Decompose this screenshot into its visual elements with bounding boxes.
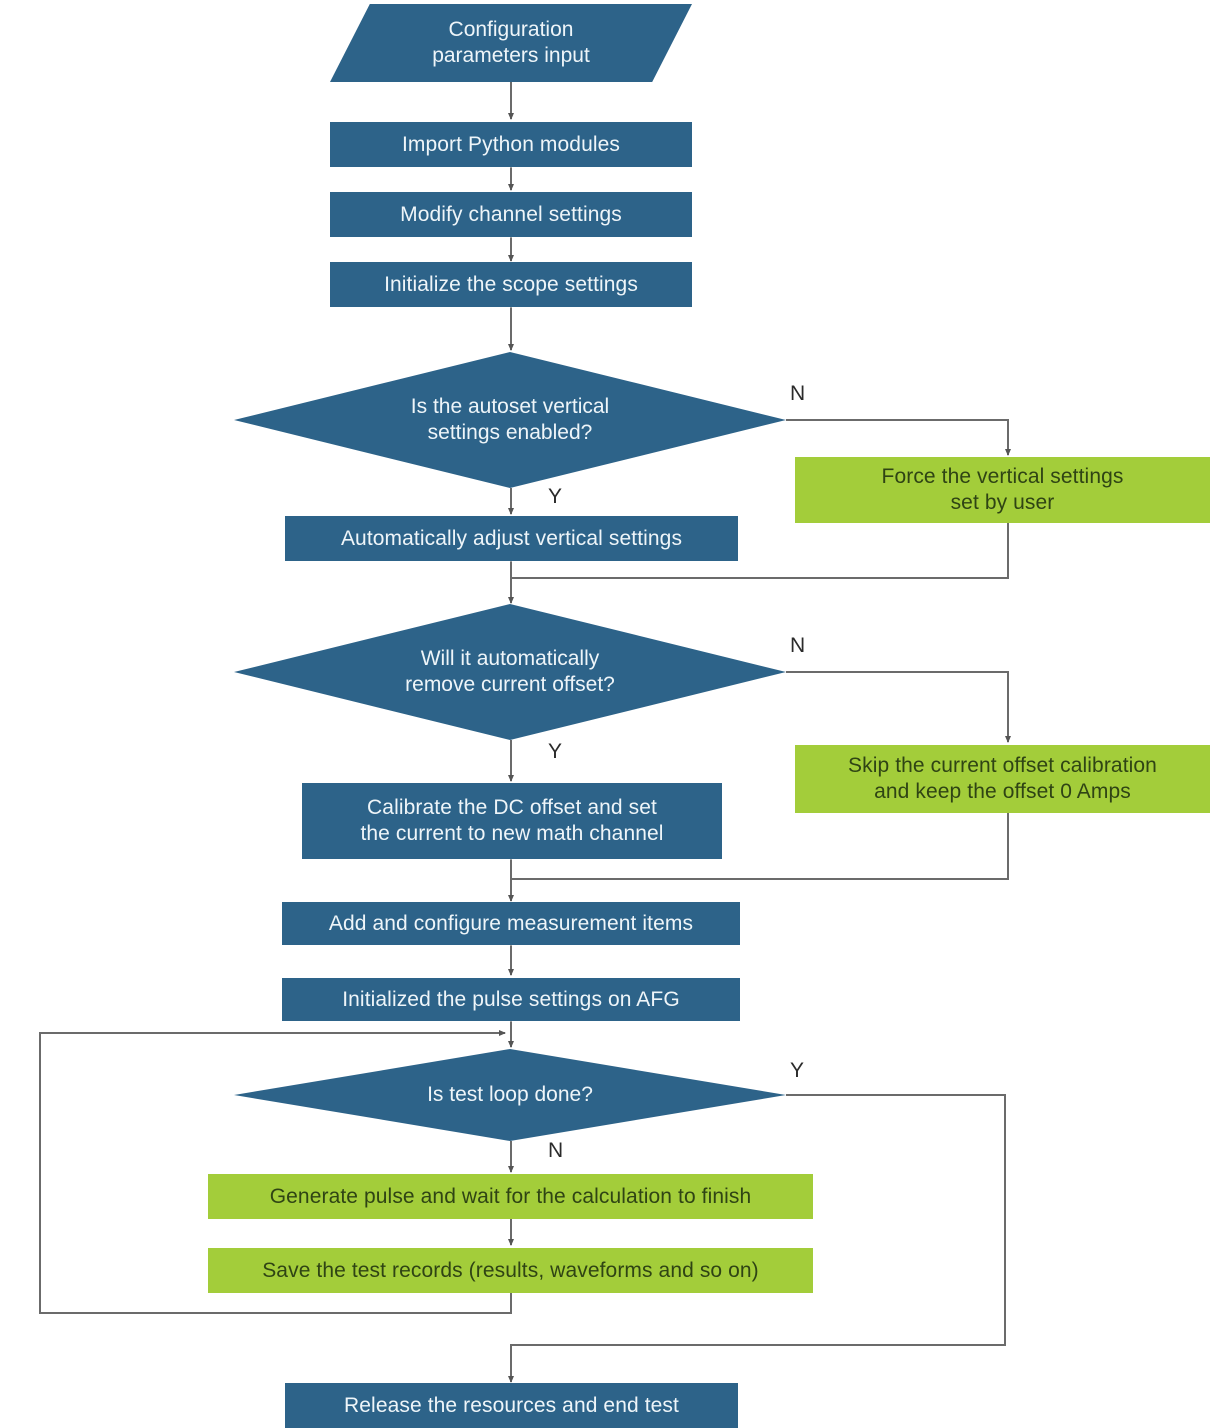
node-label: Is test loop done? [427,1083,593,1107]
node-release-resources-end-test[interactable]: Release the resources and end test [285,1383,738,1428]
node-initialize-pulse-settings-afg[interactable]: Initialized the pulse settings on AFG [282,978,740,1021]
branch-label-offset-no: N [790,634,806,657]
branch-label-loop-yes: Y [790,1059,805,1082]
node-label: Modify channel settings [400,202,622,226]
node-auto-adjust-vertical-settings[interactable]: Automatically adjust vertical settings [285,516,738,561]
node-label: Release the resources and end test [344,1393,679,1417]
node-decision-remove-current-offset[interactable]: Will it automatically remove current off… [234,604,786,740]
node-label: Add and configure measurement items [328,911,694,935]
node-label: Save the test records (results, waveform… [262,1258,759,1282]
node-decision-test-loop-done[interactable]: Is test loop done? [234,1049,786,1141]
node-label: Automatically adjust vertical settings [340,526,683,550]
branch-label-autoset-yes: Y [548,485,563,508]
node-label: Initialize the scope settings [384,272,638,296]
node-skip-offset-calibration[interactable]: Skip the current offset calibration and … [795,745,1210,813]
node-calibrate-dc-offset[interactable]: Calibrate the DC offset and set the curr… [302,783,722,859]
node-label: Will it automatically remove current off… [405,647,615,696]
node-label: Initialized the pulse settings on AFG [342,987,680,1011]
node-label: Skip the current offset calibration and … [848,754,1157,803]
node-label: Generate pulse and wait for the calculat… [269,1184,752,1208]
branch-label-offset-yes: Y [548,740,563,763]
node-label: Calibrate the DC offset and set the curr… [360,796,664,845]
node-save-test-records[interactable]: Save the test records (results, waveform… [208,1248,813,1293]
node-modify-channel-settings[interactable]: Modify channel settings [330,192,692,237]
node-config-parameters-input[interactable]: Configuration parameters input [330,4,692,82]
connector-autoset-no [786,419,1011,456]
branch-label-autoset-no: N [790,382,806,405]
node-label: Is the autoset vertical settings enabled… [410,395,610,444]
node-initialize-scope-settings[interactable]: Initialize the scope settings [330,262,692,307]
branch-label-loop-no: N [548,1139,564,1162]
connector-offset-no [786,671,1011,743]
node-generate-pulse-wait[interactable]: Generate pulse and wait for the calculat… [208,1174,813,1219]
node-add-configure-measurements[interactable]: Add and configure measurement items [282,902,740,945]
node-label: Configuration parameters input [432,18,590,67]
node-label: Import Python modules [401,132,621,156]
node-decision-autoset-vertical[interactable]: Is the autoset vertical settings enabled… [234,352,786,488]
node-force-vertical-settings[interactable]: Force the vertical settings set by user [795,457,1210,523]
node-import-python-modules[interactable]: Import Python modules [330,122,692,167]
node-label: Force the vertical settings set by user [881,465,1124,514]
